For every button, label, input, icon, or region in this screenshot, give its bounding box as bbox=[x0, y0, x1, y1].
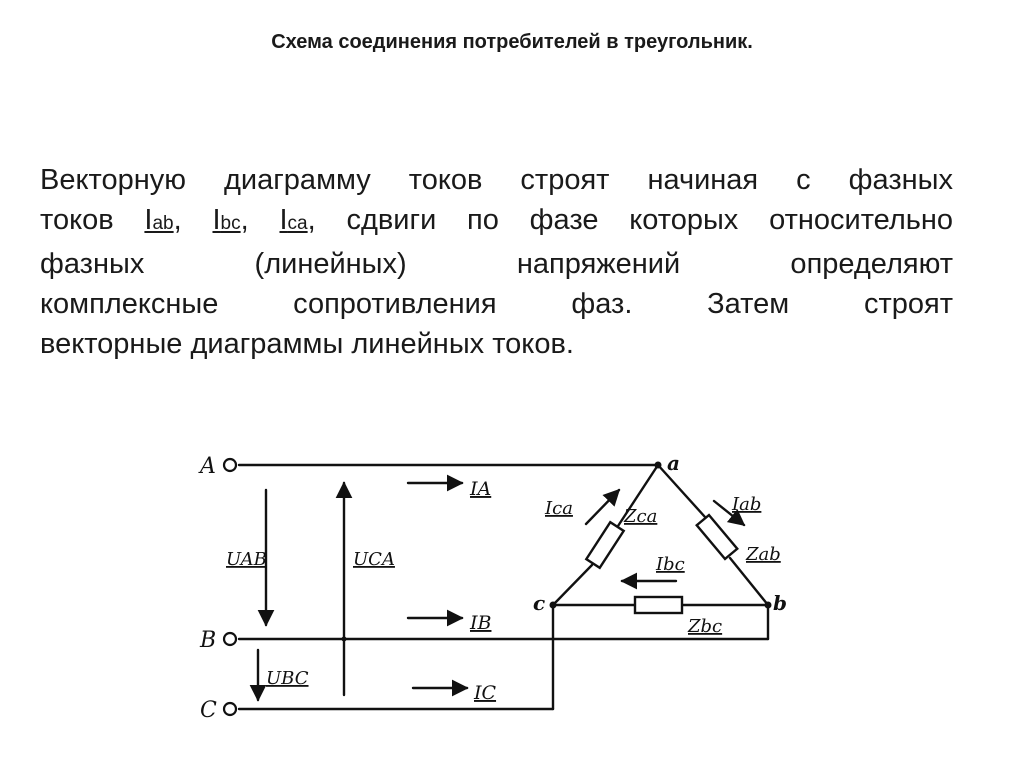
node-a-label: a bbox=[667, 451, 680, 475]
node-b bbox=[764, 601, 772, 609]
terminal-a-label: A bbox=[198, 454, 216, 479]
paragraph-line-2: токов Iab, Ibc, Ica, сдвиги по фазе кото… bbox=[40, 204, 953, 236]
current-ica-symbol: Ica bbox=[279, 204, 308, 236]
current-ia-label: IA bbox=[469, 478, 491, 500]
current-iab-arrow bbox=[712, 499, 746, 527]
impedance-zca-label: Zca bbox=[623, 506, 657, 527]
terminal-b bbox=[222, 631, 238, 647]
current-ica-label: Ica bbox=[544, 498, 573, 519]
current-ica-arrow bbox=[584, 488, 621, 526]
current-ibc-label: Ibc bbox=[655, 554, 685, 575]
paragraph-line-1: Векторную диаграмму токов строят начиная… bbox=[40, 164, 953, 196]
branch-ab-upper bbox=[656, 463, 707, 519]
terminal-c-label: C bbox=[200, 698, 217, 723]
description-paragraph: Векторную диаграмму токов строят начиная… bbox=[40, 160, 953, 364]
node-b-label: b bbox=[773, 591, 787, 615]
current-iab-label: Iab bbox=[731, 494, 761, 515]
node-c-label: c bbox=[533, 591, 545, 615]
paragraph-line-5: векторные диаграммы линейных токов. bbox=[40, 328, 574, 360]
current-ib-label: IB bbox=[469, 612, 492, 634]
branch-ab-lower bbox=[728, 556, 770, 607]
terminal-b-label: B bbox=[199, 628, 216, 653]
branch-ca-upper bbox=[616, 463, 660, 528]
paragraph-line-4: комплексные сопротивления фаз. Затем стр… bbox=[40, 288, 953, 320]
node-c bbox=[549, 601, 557, 609]
slide-title: Схема соединения потребителей в треуголь… bbox=[271, 31, 753, 53]
current-ibc-symbol: Ibc bbox=[212, 204, 241, 236]
impedance-zab-label: Zab bbox=[745, 544, 781, 565]
impedance-zab bbox=[695, 513, 739, 561]
current-ic-label: IC bbox=[473, 682, 497, 704]
terminal-c bbox=[222, 701, 238, 717]
junction-b bbox=[341, 636, 347, 642]
paragraph-line-3: фазных (линейных) напряжений определяют bbox=[40, 248, 953, 280]
impedance-zbc-label: Zbc bbox=[687, 616, 722, 637]
impedance-zbc bbox=[633, 595, 684, 615]
voltage-ubc-label: UBC bbox=[266, 668, 309, 689]
branch-ca-lower bbox=[551, 563, 594, 607]
voltage-uab-label: UAB bbox=[226, 549, 267, 570]
voltage-uca-label: UCA bbox=[353, 549, 395, 570]
impedance-zca bbox=[584, 520, 626, 570]
current-iab-symbol: Iab bbox=[144, 204, 174, 236]
node-a bbox=[654, 461, 662, 469]
terminal-a bbox=[222, 457, 238, 473]
